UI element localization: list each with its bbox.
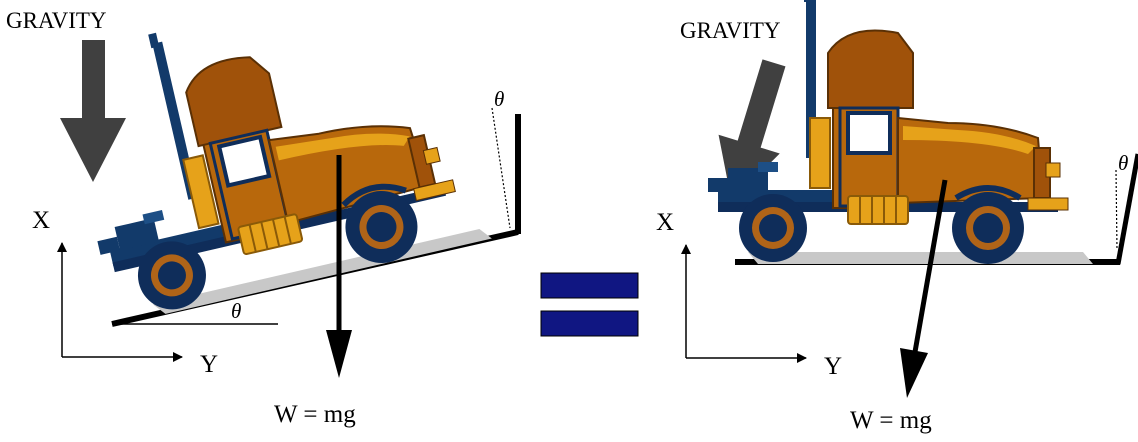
equals-sign <box>540 272 639 337</box>
right-gravity-label: GRAVITY <box>680 18 781 43</box>
right-y-axis-label: Y <box>824 353 842 380</box>
left-weight-label: W = mg <box>274 401 356 428</box>
left-weight-vector <box>326 155 352 378</box>
right-panel: GRAVITY θ W = mg X Y <box>656 0 1138 434</box>
left-y-axis-label: Y <box>200 351 218 378</box>
right-wall-angle-label: θ <box>1118 151 1128 175</box>
left-axes <box>57 242 183 362</box>
left-gravity-label: GRAVITY <box>6 8 107 33</box>
left-incline-angle-label: θ <box>231 299 241 323</box>
left-wall-angle-label: θ <box>494 87 504 111</box>
left-gravity-arrow-icon <box>60 40 126 182</box>
right-weight-label: W = mg <box>850 407 932 434</box>
left-truck-image <box>55 0 492 325</box>
right-weight-vector <box>900 179 948 398</box>
right-axes <box>681 244 807 363</box>
left-x-axis-label: X <box>32 207 50 234</box>
right-gravity-arrow-icon <box>718 59 786 202</box>
right-x-axis-label: X <box>656 209 674 236</box>
left-panel: GRAVITY θ θ W = mg X Y <box>6 0 521 428</box>
